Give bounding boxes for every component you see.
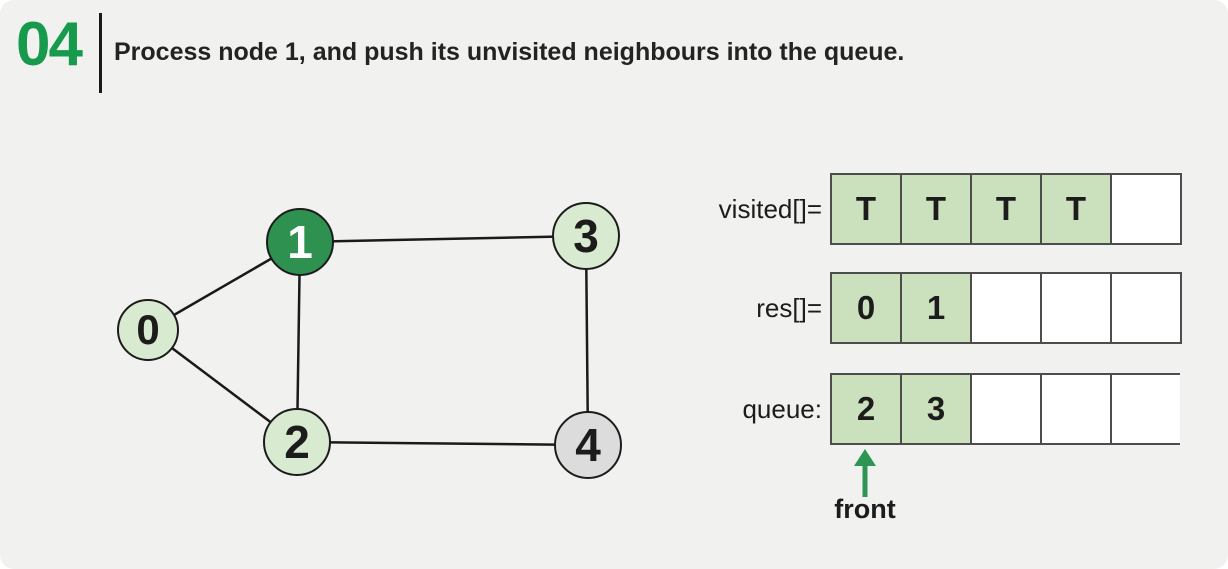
res-array-label: res[]= — [756, 292, 822, 323]
graph-node-0: 0 — [117, 299, 179, 361]
visited-array-row: visited[]= T T T T — [570, 173, 1182, 245]
res-cell-2 — [972, 274, 1042, 342]
visited-array-label: visited[]= — [718, 193, 822, 224]
visited-cell-1: T — [902, 175, 972, 243]
step-title: Process node 1, and push its unvisited n… — [114, 38, 905, 66]
graph-node-3: 3 — [552, 202, 620, 270]
graph-node-4: 4 — [554, 411, 622, 479]
queue-cells: 2 3 — [830, 373, 1180, 445]
node-label: 3 — [573, 210, 599, 262]
node-label: 2 — [284, 416, 310, 468]
queue-cell-3 — [1042, 375, 1112, 443]
queue-row: queue: 2 3 — [570, 373, 1180, 445]
res-cell-3 — [1042, 274, 1112, 342]
front-arrow-icon — [854, 449, 876, 497]
res-cell-4 — [1112, 274, 1180, 342]
visited-array-cells: T T T T — [830, 173, 1182, 245]
res-array-cells: 0 1 — [830, 272, 1182, 344]
res-cell-0: 0 — [832, 274, 902, 342]
header-divider — [99, 13, 102, 93]
queue-cell-1: 3 — [902, 375, 972, 443]
node-label: 0 — [136, 306, 160, 353]
graph-node-2: 2 — [263, 408, 331, 476]
queue-cell-4 — [1112, 375, 1180, 443]
node-label: 1 — [287, 216, 313, 268]
queue-label: queue: — [742, 393, 822, 424]
queue-cell-0: 2 — [832, 375, 902, 443]
node-label: 4 — [575, 419, 601, 471]
res-cell-1: 1 — [902, 274, 972, 342]
graph-node-1: 1 — [266, 208, 334, 276]
visited-cell-4 — [1112, 175, 1180, 243]
visited-cell-2: T — [972, 175, 1042, 243]
step-number: 04 — [16, 10, 83, 79]
res-array-row: res[]= 0 1 — [570, 272, 1182, 344]
visited-cell-0: T — [832, 175, 902, 243]
front-label: front — [834, 494, 896, 524]
edge-1-3 — [299, 234, 587, 244]
visited-cell-3: T — [1042, 175, 1112, 243]
edge-3-4 — [584, 235, 590, 446]
queue-cell-2 — [972, 375, 1042, 443]
edge-2-4 — [296, 440, 589, 447]
